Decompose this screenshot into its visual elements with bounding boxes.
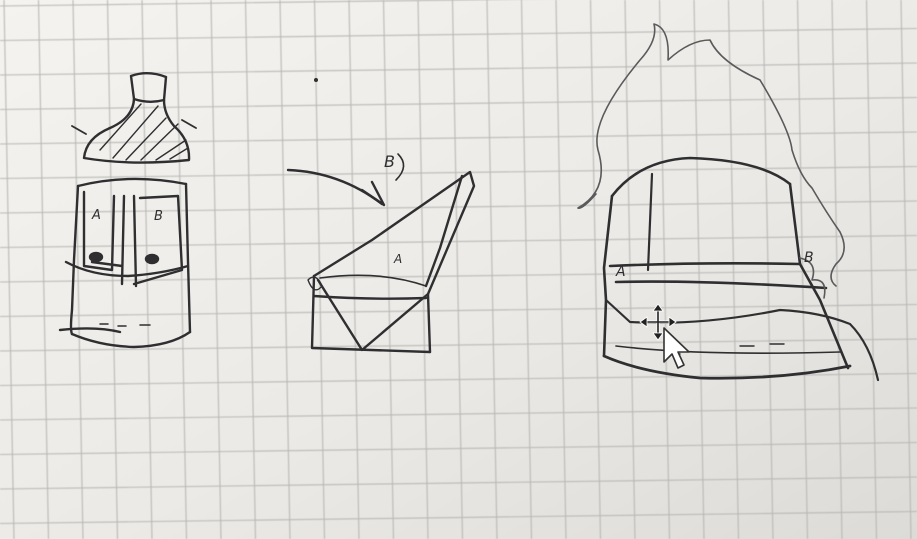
bottle-spot-right — [146, 255, 158, 263]
ink-dot — [314, 78, 318, 82]
arrow-pointer-icon — [664, 328, 689, 368]
bottle-label-b: B — [154, 209, 163, 224]
shape-label-a: A — [393, 252, 402, 266]
lamp-label-b: B — [804, 250, 814, 266]
lamp-label-a: A — [615, 264, 626, 280]
bottle-label-a: A — [91, 208, 101, 223]
bottle-spot-left — [90, 253, 102, 261]
shape-label-b: B — [384, 152, 395, 171]
move-cursor-icon — [638, 302, 698, 378]
